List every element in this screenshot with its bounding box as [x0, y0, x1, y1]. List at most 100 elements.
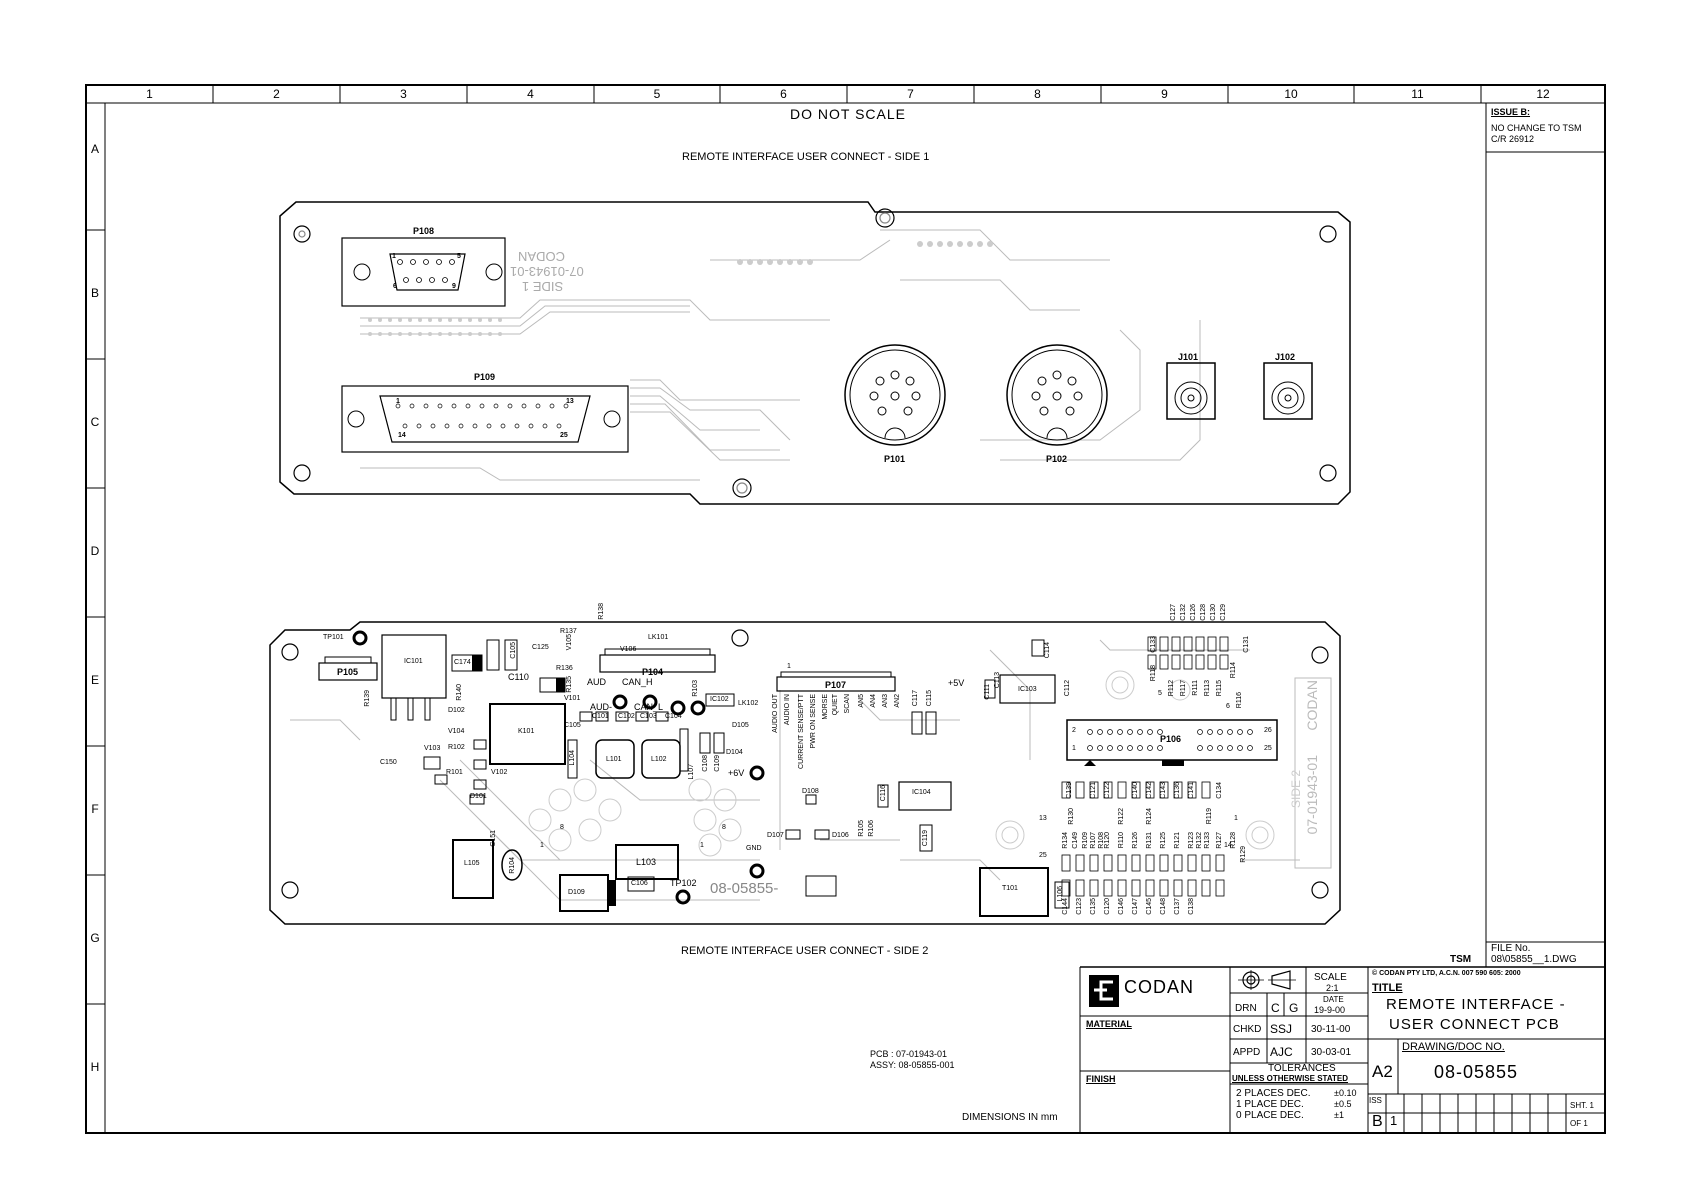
pin-mark: 13 [1039, 815, 1047, 822]
p108-pin-5: 5 [457, 253, 461, 260]
plus5v-label: +5V [948, 678, 965, 688]
aud-label: AUD [587, 677, 607, 687]
do-not-scale-note: DO NOT SCALE [790, 106, 906, 122]
c106-label: C106 [631, 880, 648, 887]
p109-label: P109 [474, 372, 496, 382]
p105-label: P105 [337, 667, 359, 677]
tp101-label: TP101 [323, 634, 344, 641]
r101-label: R101 [446, 769, 463, 776]
zone-col-4: 4 [527, 87, 534, 101]
p107-pin-1: 1 [787, 663, 791, 670]
iss-number: 1 [1390, 1113, 1398, 1128]
c105-label: C105 [564, 722, 581, 729]
tol-row-0-label: 0 PLACE DEC. [1236, 1110, 1304, 1121]
pcb-part-line: PCB : 07-01943-01 [870, 1049, 948, 1059]
zone-col-11: 11 [1411, 87, 1424, 101]
drawing-number: 08-05855 [1434, 1062, 1519, 1082]
p109-pin-1: 1 [396, 398, 400, 405]
appd-label: APPD [1233, 1047, 1261, 1058]
zone-col-12: 12 [1536, 87, 1550, 101]
p106-pin-25: 25 [1264, 745, 1272, 752]
copyright-line: © CODAN PTY LTD, A.C.N. 007 590 605: 200… [1372, 970, 1521, 977]
pin-mark: 1 [700, 842, 704, 849]
tolerances-label: TOLERANCES [1268, 1063, 1336, 1074]
drn-initial-1: C [1271, 1001, 1280, 1015]
p109-pin-13: 13 [566, 398, 574, 405]
c102-label: C102 [618, 713, 635, 720]
zone-col-5: 5 [653, 87, 661, 101]
k101-label: K101 [518, 728, 535, 735]
zone-row-h: H [90, 1060, 100, 1074]
pin-mark: 1 [1234, 815, 1238, 822]
drawing-title-line-1: REMOTE INTERFACE - [1386, 996, 1566, 1013]
d106-label: D106 [832, 832, 849, 839]
zone-col-7: 7 [907, 87, 914, 101]
tol-row-0-value: ±1 [1334, 1110, 1344, 1120]
d102-label: D102 [448, 707, 465, 714]
side2-silk-part: 08-05855- [710, 880, 779, 897]
iss-label: ISS [1369, 1096, 1382, 1105]
p108-pin-9: 9 [452, 283, 456, 290]
scale-label: SCALE [1314, 972, 1347, 983]
p106-label: P106 [1160, 734, 1182, 744]
file-no-value: 08\05855__1.DWG [1491, 954, 1577, 965]
ic103-label: IC103 [1018, 686, 1037, 693]
scale-value: 2:1 [1326, 983, 1339, 993]
zone-row-b: B [90, 286, 99, 300]
c174-label: C174 [454, 659, 471, 666]
chkd-label: CHKD [1233, 1024, 1262, 1035]
p107-label: P107 [825, 680, 847, 690]
aud-minus-label: AUD- [590, 702, 612, 712]
file-no-label: FILE No. [1491, 943, 1531, 954]
p109-pin-25: 25 [560, 432, 568, 439]
iss-value: B [1372, 1113, 1383, 1130]
c125-label: C125 [532, 644, 549, 651]
side1-board-outline [279, 201, 1351, 505]
c104-label: C104 [665, 713, 682, 720]
p108-pin-6: 6 [393, 283, 397, 290]
sheet-number: SHT. 1 [1570, 1101, 1595, 1110]
j102-label: J102 [1275, 352, 1296, 362]
p104-label: P104 [642, 667, 664, 677]
plus6v-label: +6V [728, 768, 745, 778]
p106-pin-2: 2 [1072, 727, 1076, 734]
issue-line-1: NO CHANGE TO TSM [1491, 123, 1582, 133]
tol-row-1-value: ±0.5 [1334, 1099, 1352, 1109]
can-h-label: CAN_H [622, 677, 653, 687]
drawing-title-line-2: USER CONNECT PCB [1389, 1016, 1560, 1033]
zone-col-1: 1 [146, 87, 153, 101]
drn-label: DRN [1235, 1003, 1257, 1014]
l101-label: L101 [606, 756, 622, 763]
zone-col-2: 2 [273, 87, 280, 101]
t101-label: T101 [1002, 885, 1018, 892]
p109-pin-14: 14 [398, 432, 406, 439]
v102-label: V102 [491, 769, 508, 776]
c101-label: C101 [592, 713, 609, 720]
appd-date: 30-03-01 [1311, 1047, 1352, 1058]
sheet-of: OF 1 [1570, 1119, 1588, 1128]
material-label: MATERIAL [1086, 1019, 1132, 1029]
chkd-date: 30-11-00 [1311, 1024, 1351, 1035]
p106-pin-26: 26 [1264, 727, 1272, 734]
pin-mark: 8 [560, 824, 564, 831]
j101-outline [1166, 362, 1216, 420]
drawing-no-label: DRAWING/DOC NO. [1402, 1041, 1505, 1053]
v101-label: V101 [564, 695, 581, 702]
zone-col-3: 3 [400, 87, 407, 101]
l103-label: L103 [636, 857, 657, 867]
l105-label: L105 [464, 860, 480, 867]
company-name: CODAN [1124, 977, 1195, 997]
ic101-label: IC101 [404, 658, 423, 665]
d109-label: D109 [568, 889, 585, 896]
p108-label: P108 [413, 226, 435, 236]
side2-board-outline [269, 621, 1341, 925]
l102-label: L102 [651, 756, 667, 763]
issue-line-2: C/R 26912 [1491, 134, 1535, 144]
pin-mark: 6 [1226, 703, 1230, 710]
zone-row-a: A [90, 142, 99, 156]
side1-view-title: REMOTE INTERFACE USER CONNECT - SIDE 1 [682, 151, 930, 163]
